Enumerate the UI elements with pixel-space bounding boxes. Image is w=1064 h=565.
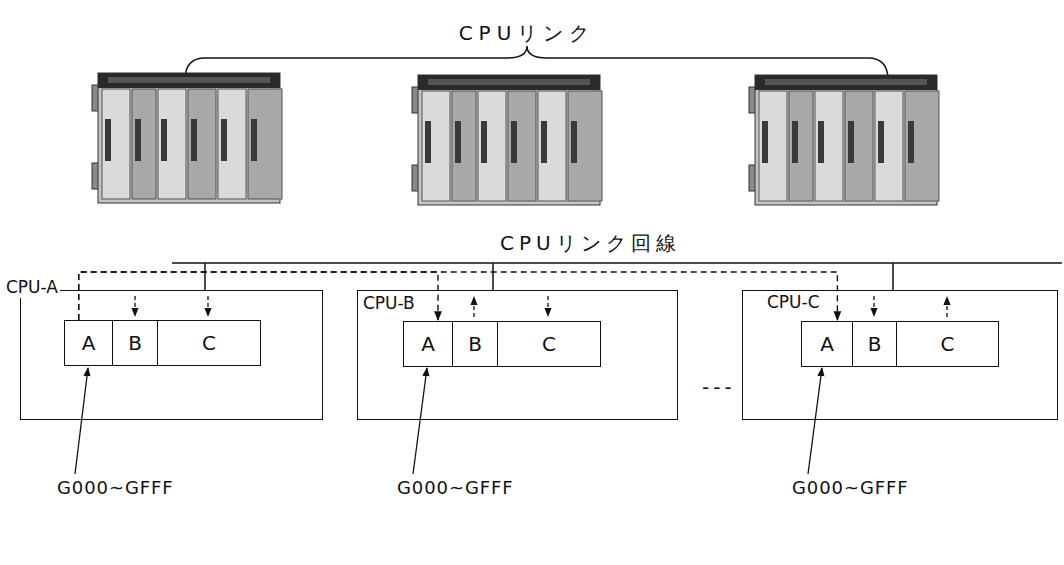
address-range: G000~GFFF	[57, 478, 174, 499]
receive-arrow	[873, 296, 874, 316]
plc-unit	[92, 73, 282, 203]
plc-top-strip	[98, 73, 280, 88]
plc-module	[158, 89, 186, 199]
unit-name: CPU-B	[361, 294, 417, 314]
send-arrow	[946, 297, 947, 317]
bus-stem	[892, 263, 894, 290]
module-slot	[571, 121, 577, 163]
module-slot	[908, 121, 914, 163]
plc-module	[845, 91, 873, 201]
plc-photos	[92, 73, 939, 205]
link-bus	[172, 262, 1062, 264]
memory-area: A	[801, 321, 853, 367]
diagram-title: CPUリンク	[0, 22, 1054, 45]
data-transfer-line	[79, 272, 838, 320]
module-slot	[481, 121, 487, 163]
bus-label: CPUリンク回線	[500, 232, 681, 255]
receive-arrow	[207, 296, 208, 316]
module-slot	[455, 121, 461, 163]
memory-area: B	[852, 321, 897, 367]
plc-module	[102, 89, 130, 199]
plc-module	[568, 91, 602, 201]
memory-area: C	[157, 320, 261, 366]
plc-module	[248, 89, 282, 199]
module-slot	[191, 119, 197, 161]
module-slot	[878, 121, 884, 163]
cpu-unit: CPU-BA B C	[357, 290, 678, 420]
area-letter: C	[941, 333, 955, 356]
plc-module	[218, 89, 246, 199]
module-slot	[251, 119, 257, 161]
module-slot	[135, 119, 141, 161]
memory-area: B	[112, 320, 158, 366]
module-slot	[792, 121, 798, 163]
plc-top-strip	[418, 75, 600, 90]
area-letter: A	[421, 333, 435, 356]
leader-line	[413, 368, 427, 474]
module-slot	[541, 121, 547, 163]
plc-module	[538, 91, 566, 201]
plc-module	[132, 89, 156, 199]
unit-name: CPU-C	[765, 293, 822, 313]
area-letter: A	[820, 333, 834, 356]
data-transfer-line	[79, 272, 438, 320]
module-slot	[818, 121, 824, 163]
plc-module	[789, 91, 813, 201]
indicator-row	[108, 77, 270, 83]
area-letter: B	[468, 333, 482, 356]
area-letter: B	[868, 333, 882, 356]
plc-module	[188, 89, 216, 199]
unit-name: CPU-A	[4, 278, 60, 298]
receive-arrow	[134, 296, 135, 316]
module-slot	[161, 119, 167, 161]
memory-area: C	[896, 321, 999, 367]
area-letter: C	[202, 332, 216, 355]
module-slot	[511, 121, 517, 163]
module-slot	[762, 121, 768, 163]
area-letter: A	[82, 332, 96, 355]
bus-stem	[204, 263, 206, 290]
plc-module	[508, 91, 536, 201]
plc-module	[452, 91, 476, 201]
ellipsis-mark: ---	[702, 376, 736, 399]
area-letter: C	[542, 333, 556, 356]
plc-module	[875, 91, 903, 201]
memory-area: A	[64, 320, 113, 366]
module-slot	[105, 119, 111, 161]
plc-module	[478, 91, 506, 201]
plc-top-strip	[755, 75, 937, 90]
receive-arrow	[547, 296, 548, 316]
memory-area: A	[403, 321, 453, 367]
memory-area: C	[497, 321, 601, 367]
plc-module	[815, 91, 843, 201]
cpu-unit: CPU-AABC	[20, 290, 323, 420]
module-slot	[848, 121, 854, 163]
leader-line	[808, 368, 822, 474]
plc-module	[422, 91, 450, 201]
plc-unit	[412, 75, 602, 205]
module-slot	[425, 121, 431, 163]
plc-unit	[749, 75, 939, 205]
address-range: G000~GFFF	[792, 478, 909, 499]
plc-module	[905, 91, 939, 201]
memory-area: B	[452, 321, 498, 367]
indicator-row	[428, 79, 590, 85]
plc-module	[759, 91, 787, 201]
area-letter: B	[128, 332, 142, 355]
address-range: G000~GFFF	[397, 478, 514, 499]
send-arrow	[473, 297, 474, 317]
bus-stem	[492, 263, 494, 290]
module-slot	[221, 119, 227, 161]
indicator-row	[765, 79, 927, 85]
cpu-unit: CPU-C A B C	[742, 290, 1058, 420]
leader-line	[75, 368, 88, 474]
